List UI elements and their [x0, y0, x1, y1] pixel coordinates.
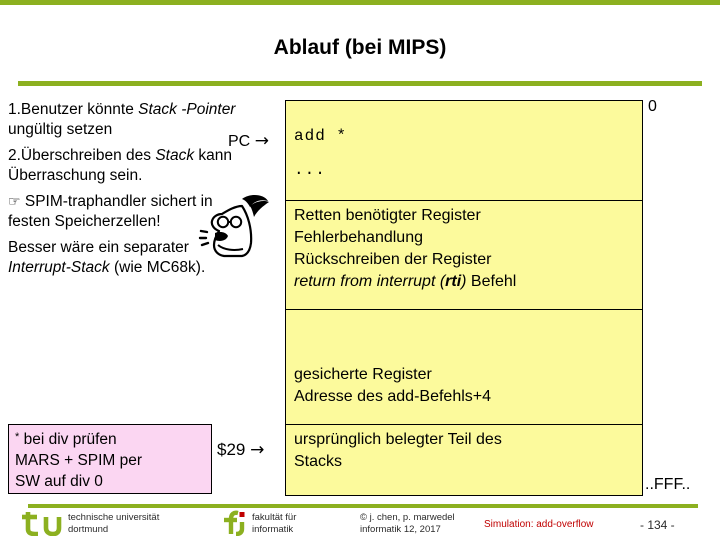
- copyright-line-2: informatik 12, 2017: [360, 524, 441, 535]
- sp-pointer-label: $29 →: [217, 440, 264, 460]
- bullet-4-text-b: Interrupt-Stack: [8, 259, 110, 276]
- page-title: Ablauf (bei MIPS): [273, 36, 447, 59]
- note-line-1: * bei div prüfen: [15, 427, 205, 450]
- footer-divider-rule: [28, 504, 698, 508]
- bullet-item-2: 2.Überschreiben des Stack kann Überrasch…: [8, 146, 248, 186]
- saved-line-1: gesicherte Register: [294, 366, 432, 383]
- fakultaet-informatik-logo-icon: [224, 510, 245, 536]
- tu-dortmund-logo-icon: [22, 512, 62, 536]
- copyright-line-1: © j. chen, p. marwedel: [360, 512, 455, 523]
- memory-cell-divider: [286, 200, 642, 201]
- note-star-marker: *: [15, 431, 20, 443]
- arrow-right-icon: →: [254, 131, 269, 151]
- saved-line-2: Adresse des add-Befehls+4: [294, 388, 492, 405]
- handler-line-4: return from interrupt (rti) Befehl: [294, 273, 517, 290]
- memory-layout-diagram: add * ... Retten benötigter Register Feh…: [285, 100, 643, 496]
- bullet-2-text-c: kann Überraschung sein.: [8, 147, 233, 184]
- address-label-bottom: ..FFF..: [645, 476, 691, 493]
- pc-pointer-label: PC →: [228, 131, 269, 151]
- code-line-add: add *: [294, 127, 348, 145]
- code-line-ellipsis: ...: [294, 161, 326, 179]
- bullet-1-text-b: Stack: [138, 101, 177, 118]
- memory-cell-code: add * ...: [286, 125, 642, 181]
- handler-line-3: Rückschreiben der Register: [294, 251, 492, 268]
- arrow-right-icon: →: [250, 440, 265, 460]
- page-number: - 134 -: [640, 518, 675, 532]
- bullet-item-1: 1.Benutzer könnte Stack -Pointer ungülti…: [8, 100, 248, 140]
- top-accent-bar: [0, 0, 720, 5]
- fi-logo-line-2: informatik: [252, 524, 294, 535]
- bullet-1-text-d: ungültig setzen: [8, 121, 113, 138]
- pc-label-text: PC: [228, 133, 251, 150]
- pointing-hand-icon: ☞: [8, 194, 21, 210]
- simulation-label: Simulation: add-overflow: [484, 519, 594, 530]
- note-box-div-check: * bei div prüfen MARS + SPIM per SW auf …: [8, 424, 212, 494]
- sp-label-text: $29: [217, 440, 246, 459]
- note-line-1-text: bei div prüfen: [19, 431, 117, 448]
- bullet-4-text-a: Besser wäre ein separater: [8, 239, 189, 256]
- bullet-3-text: SPIM-traphandler sichert in festen Speic…: [8, 193, 213, 230]
- bullet-4-text-c: (wie MC68k).: [109, 259, 206, 276]
- tu-logo-line-1: technische universität: [68, 512, 160, 523]
- memory-cell-divider: [286, 309, 642, 310]
- bullet-2-text-a: 2.Überschreiben des: [8, 147, 156, 164]
- memory-cell-handler: Retten benötigter Register Fehlerbehandl…: [286, 205, 642, 293]
- handler-line-2: Fehlerbehandlung: [294, 229, 423, 246]
- stack-line-2: Stacks: [294, 453, 343, 470]
- memory-cell-saved-registers: gesicherte Register Adresse des add-Befe…: [286, 364, 642, 408]
- shouting-head-icon: [198, 195, 269, 258]
- stack-line-1: ursprünglich belegter Teil des: [294, 431, 502, 448]
- copyright-text: © j. chen, p. marwedel informatik 12, 20…: [360, 512, 455, 536]
- bullet-1-text-a: 1.Benutzer könnte: [8, 101, 139, 118]
- fi-logo-text: fakultät für informatik: [252, 512, 296, 536]
- bullet-2-text-b: Stack: [155, 147, 195, 164]
- tu-logo-text: technische universität dortmund: [68, 512, 159, 536]
- note-line-2: MARS + SPIM per: [15, 452, 143, 469]
- bullet-1-text-c: -Pointer: [176, 101, 236, 118]
- memory-cell-original-stack: ursprünglich belegter Teil des Stacks: [286, 429, 642, 473]
- bullet-item-4: Besser wäre ein separater Interrupt-Stac…: [8, 238, 248, 278]
- memory-cell-divider: [286, 424, 642, 425]
- left-text-column: 1.Benutzer könnte Stack -Pointer ungülti…: [8, 100, 248, 284]
- note-line-3: SW auf div 0: [15, 473, 103, 490]
- fi-logo-line-1: fakultät für: [252, 512, 297, 523]
- bullet-item-3: ☞ SPIM-traphandler sichert in festen Spe…: [8, 192, 248, 232]
- title-divider-rule: [18, 81, 702, 86]
- address-label-top: 0: [648, 98, 657, 115]
- handler-line-1: Retten benötigter Register: [294, 207, 481, 224]
- tu-logo-line-2: dortmund: [68, 524, 109, 535]
